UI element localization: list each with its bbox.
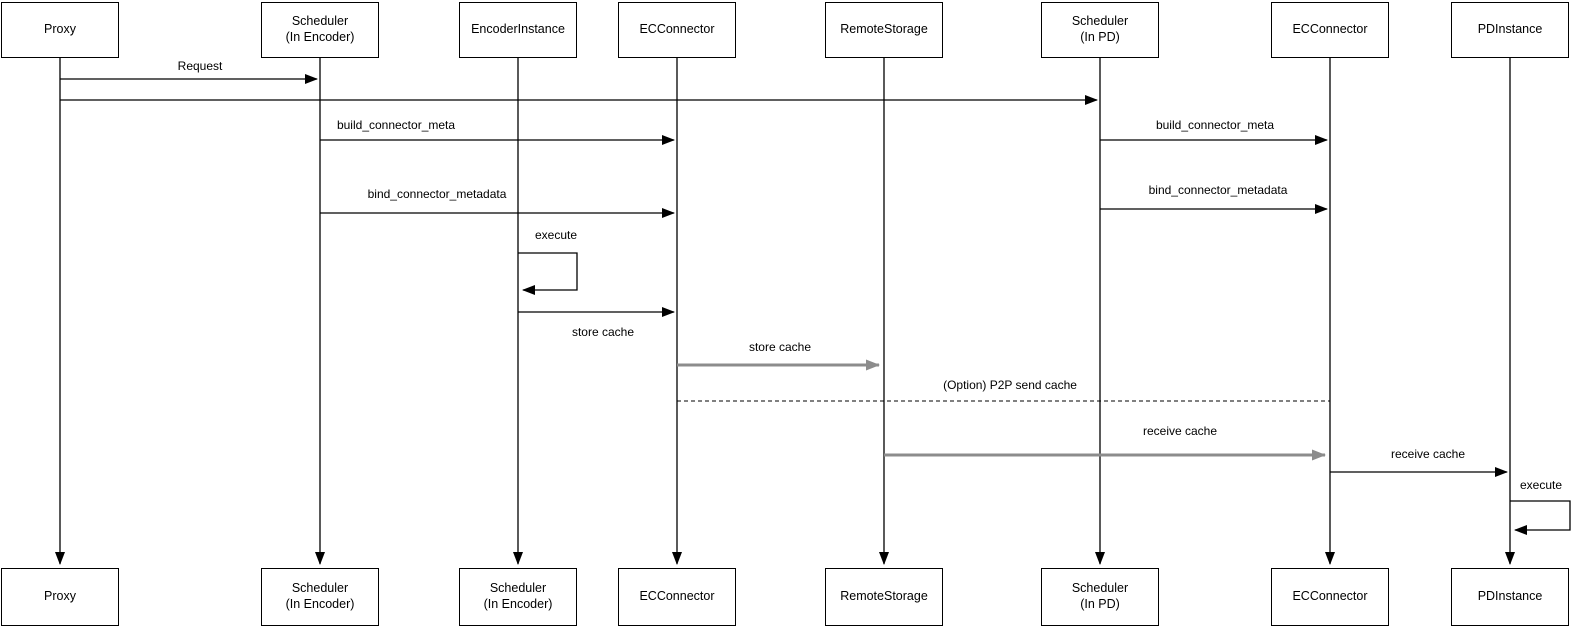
participant-bottom-remote-storage: RemoteStorage <box>825 568 943 626</box>
participant-label: ECConnector <box>639 22 715 37</box>
participant-label: PDInstance <box>1477 589 1543 604</box>
participant-top-pd-instance: PDInstance <box>1451 2 1569 58</box>
participant-label: Scheduler (In PD) <box>1071 581 1129 611</box>
message-label-bind-connector-metadata-left: bind_connector_metadata <box>365 187 509 201</box>
participant-label: Scheduler (In PD) <box>1071 14 1129 44</box>
participant-bottom-pd-instance: PDInstance <box>1451 568 1569 626</box>
participant-bottom-proxy: Proxy <box>1 568 119 626</box>
participant-top-ec-connector-pd: ECConnector <box>1271 2 1389 58</box>
participant-label: Scheduler (In Encoder) <box>285 581 355 611</box>
message-label-build-connector-meta-left: build_connector_meta <box>334 118 458 132</box>
message-label-bind-connector-metadata-right: bind_connector_metadata <box>1146 183 1290 197</box>
participant-label: EncoderInstance <box>471 22 565 37</box>
message-label-request: Request <box>175 59 225 73</box>
arrow-execute-self-pd <box>1510 500 1571 535</box>
participant-label: Proxy <box>44 589 76 604</box>
message-label-build-connector-meta-right: build_connector_meta <box>1153 118 1277 132</box>
participant-top-remote-storage: RemoteStorage <box>825 2 943 58</box>
participant-label: Scheduler (In Encoder) <box>285 14 355 44</box>
participant-label: RemoteStorage <box>840 589 928 604</box>
participant-top-scheduler-in-encoder: Scheduler (In Encoder) <box>261 2 379 58</box>
arrow-execute-self-encoder <box>518 252 578 295</box>
participant-bottom-encoder-instance: Scheduler (In Encoder) <box>459 568 577 626</box>
participant-top-proxy: Proxy <box>1 2 119 58</box>
message-label-store-cache-1: store cache <box>569 325 637 339</box>
participant-label: Scheduler (In Encoder) <box>483 581 553 611</box>
message-label-receive-cache-2: receive cache <box>1388 447 1468 461</box>
participant-bottom-ec-connector-encoder: ECConnector <box>618 568 736 626</box>
participant-bottom-ec-connector-pd: ECConnector <box>1271 568 1389 626</box>
message-label-execute-encoder: execute <box>532 228 580 242</box>
message-label-store-cache-2: store cache <box>746 340 814 354</box>
participant-label: Proxy <box>44 22 76 37</box>
participant-top-ec-connector-encoder: ECConnector <box>618 2 736 58</box>
participant-top-encoder-instance: EncoderInstance <box>459 2 577 58</box>
participant-label: RemoteStorage <box>840 22 928 37</box>
message-label-receive-cache-1: receive cache <box>1140 424 1220 438</box>
participant-label: PDInstance <box>1477 22 1543 37</box>
participant-top-scheduler-in-pd: Scheduler (In PD) <box>1041 2 1159 58</box>
participant-bottom-scheduler-in-encoder: Scheduler (In Encoder) <box>261 568 379 626</box>
participant-label: ECConnector <box>639 589 715 604</box>
message-label-p2p-send-cache: (Option) P2P send cache <box>941 378 1079 392</box>
message-label-execute-pd: execute <box>1517 478 1565 492</box>
participant-bottom-scheduler-in-pd: Scheduler (In PD) <box>1041 568 1159 626</box>
participant-label: ECConnector <box>1292 22 1368 37</box>
participant-label: ECConnector <box>1292 589 1368 604</box>
